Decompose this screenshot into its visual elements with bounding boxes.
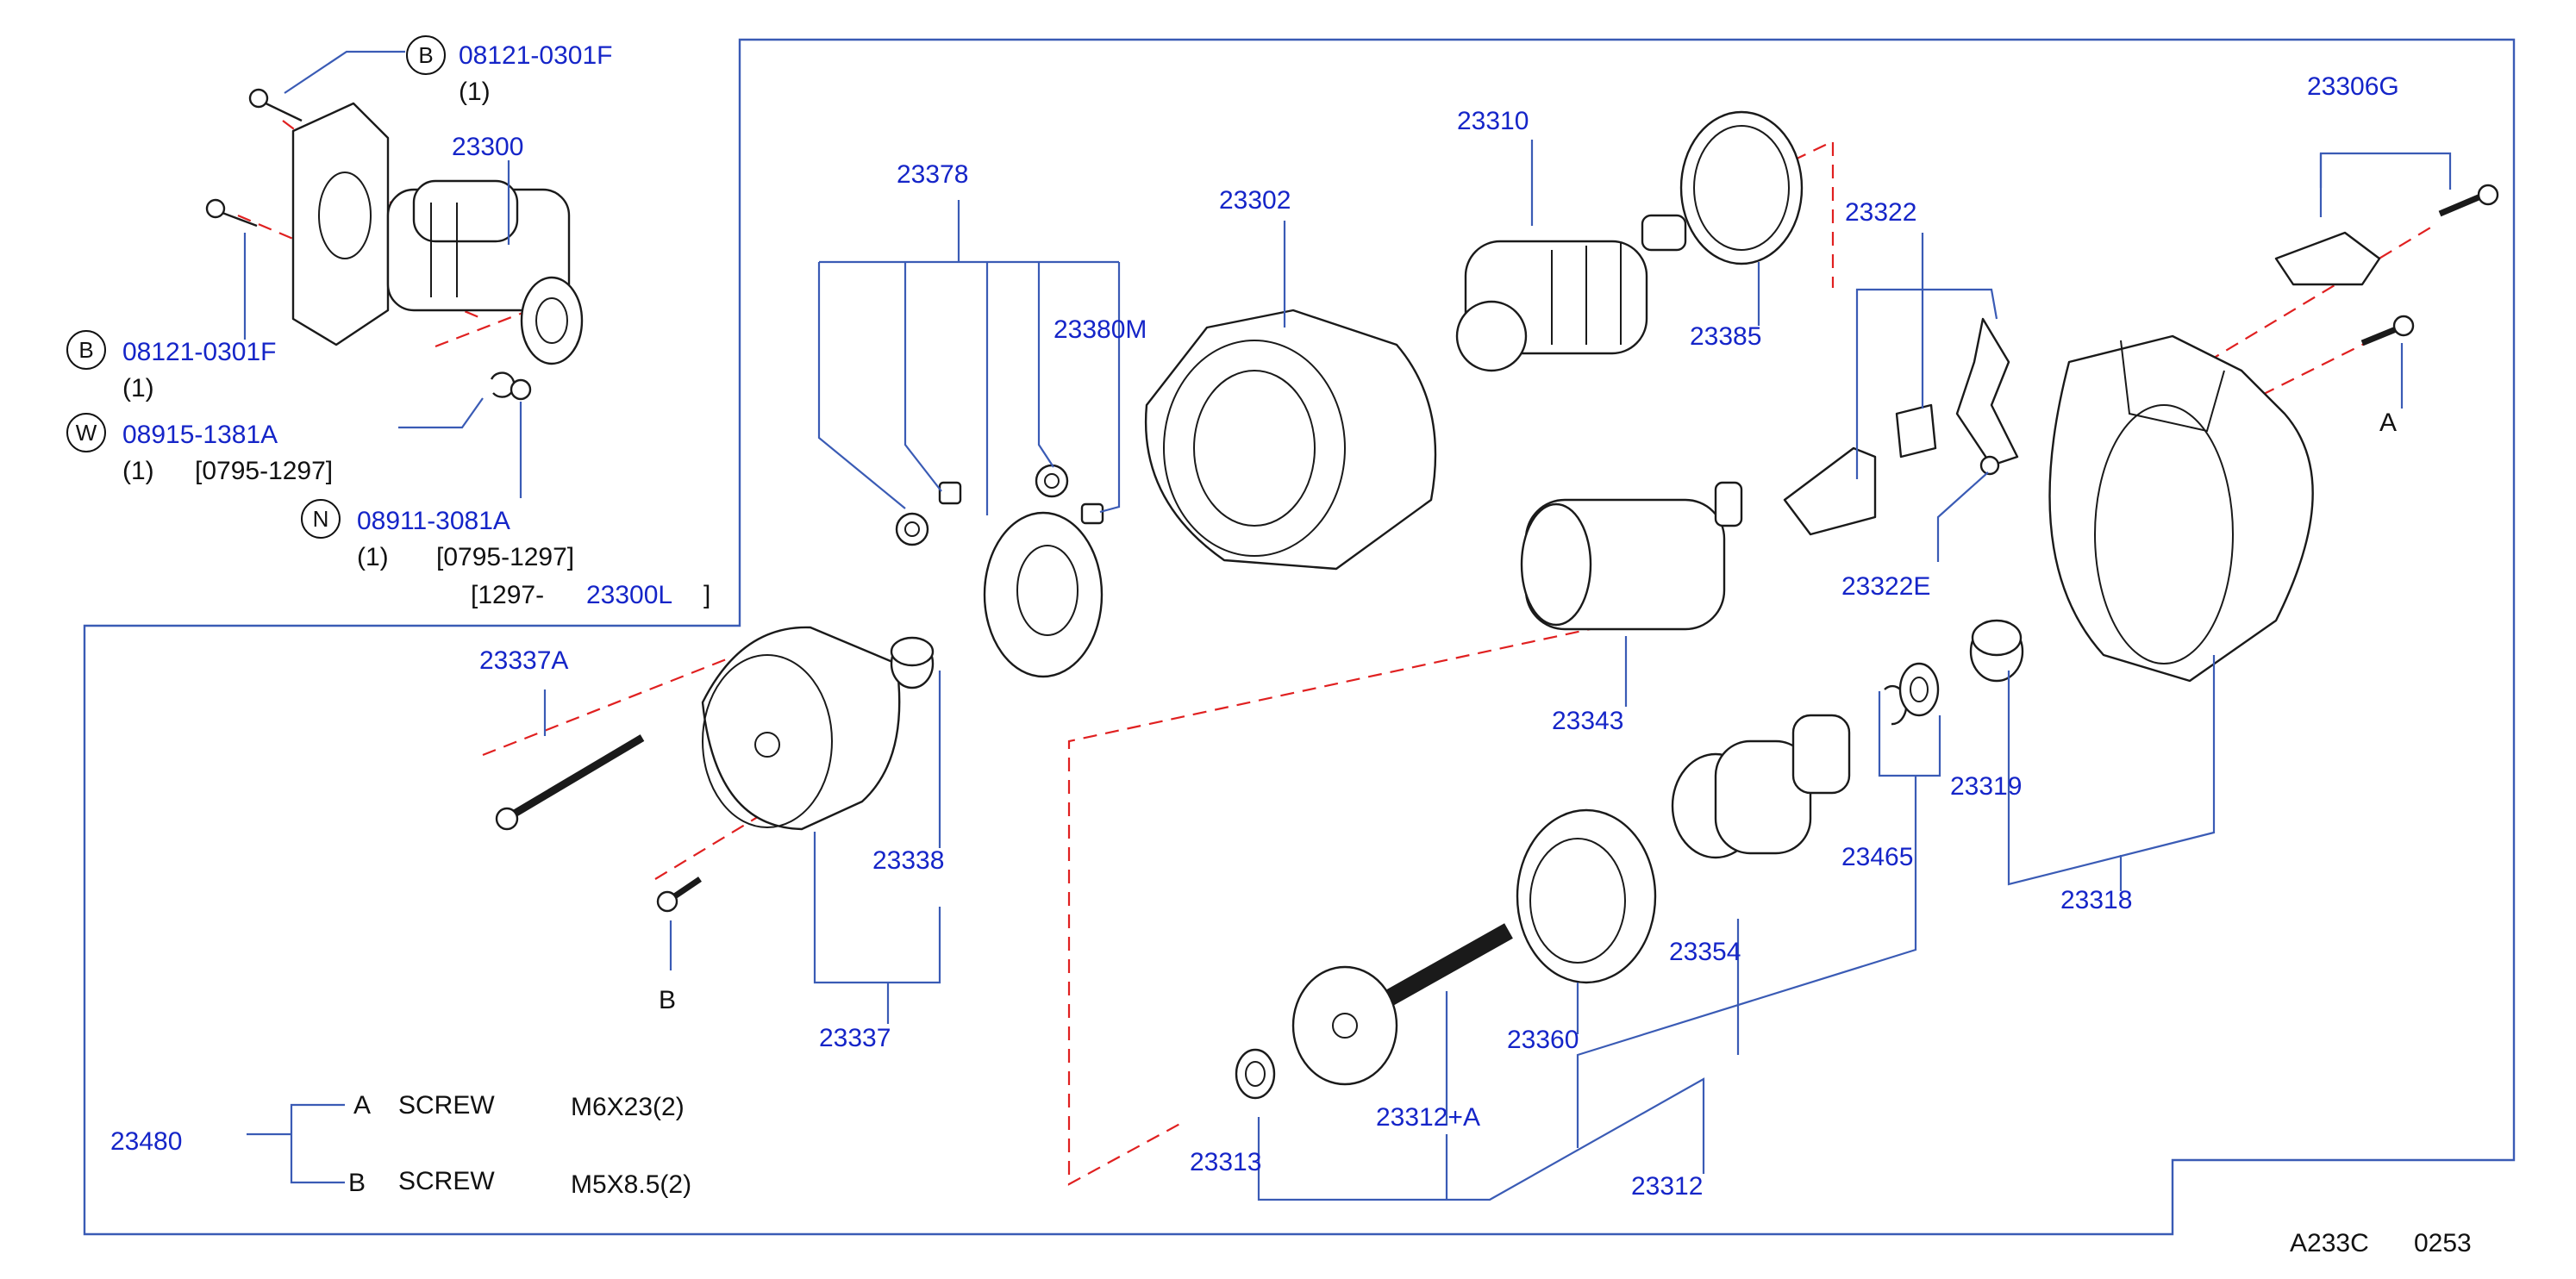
badge-b-mid: B [66,330,106,370]
badge-n: N [301,499,341,539]
callout-23300L: 23300L [586,581,672,609]
callout-23319: 23319 [1950,772,2022,801]
clutch-23354 [1671,714,1851,859]
armature-23310 [1455,214,1687,372]
legend-b-spec: M5X8.5(2) [571,1170,691,1199]
callout-08121-0301F-top: 08121-0301F [459,41,612,70]
callout-23300: 23300 [452,133,523,161]
callout-23313: 23313 [1190,1148,1261,1176]
callout-23338: 23338 [872,846,944,875]
callout-23337A: 23337A [479,646,568,675]
legend-b-letter: B [348,1169,366,1197]
callout-23480: 23480 [110,1127,182,1156]
callout-23310: 23310 [1457,107,1529,135]
shaft-23312 [1291,923,1513,1086]
svg-text:B: B [418,42,433,68]
svg-text:W: W [76,420,97,446]
bearing-23313 [1235,1048,1276,1100]
bolt-a [2360,315,2415,346]
nut-08911 [510,378,532,401]
callout-23306G: 23306G [2307,72,2399,101]
badge-b-top: B [406,35,446,75]
callout-23318: 23318 [2060,886,2132,914]
bushing-23338 [890,636,935,689]
legend-b-name: SCREW [398,1167,495,1195]
leader-lines [243,50,2452,1201]
solenoid-23343 [1520,481,1743,631]
callout-23312: 23312 [1631,1172,1703,1201]
bolt-08121-top [248,88,303,122]
pinion-bushing-23319 [1969,619,2024,683]
callout-23302: 23302 [1219,186,1291,215]
bolt-23306G [2438,184,2499,217]
callout-23337: 23337 [819,1024,891,1052]
snap-ring-stop-23465 [1884,662,1940,726]
callout-23322E: 23322E [1841,572,1930,601]
range-08911: [0795-1297] [436,543,574,571]
legend-a-spec: M6X23(2) [571,1093,685,1121]
footer-number: 0253 [2414,1229,2472,1257]
qty-08121-mid: (1) [122,374,154,402]
callout-08121-0301F-mid: 08121-0301F [122,338,276,366]
callout-23385: 23385 [1690,322,1761,351]
range-08911-later: [1297- [471,581,544,609]
brush-holder [983,511,1104,678]
gear-23360 [1516,808,1657,984]
callout-23322: 23322 [1845,198,1916,227]
callout-23378: 23378 [897,160,968,189]
callout-23380M: 23380M [1054,315,1147,344]
starter-motor-assembly [291,102,584,365]
lever-23322 [1783,317,2019,536]
footer-code: A233C [2290,1229,2369,1257]
callout-23354: 23354 [1669,938,1741,966]
through-bolt-23337A [495,734,645,831]
svg-text:N: N [313,506,329,532]
range-08915: [0795-1297] [195,457,333,485]
gear-case-23318 [2048,334,2314,683]
brush-springs-23378 [895,464,1104,546]
qty-08121-top: (1) [459,78,491,106]
callout-letter-b: B [659,986,676,1014]
yoke-23302 [1144,309,1437,571]
callout-08911-3081A: 08911-3081A [357,507,510,535]
range-08911-later-close: ] [703,581,710,609]
washer-08915 [490,371,516,398]
callout-23360: 23360 [1507,1026,1579,1054]
badge-w: W [66,413,106,452]
callout-23343: 23343 [1552,707,1623,735]
qty-08911: (1) [357,543,389,571]
svg-text:B: B [78,337,93,363]
qty-08915: (1) [122,457,154,485]
ring-23385 [1679,110,1804,265]
screw-b [656,877,702,913]
legend-a-name: SCREW [398,1091,495,1120]
callout-letter-a: A [2379,409,2397,437]
callout-23312-a: 23312+A [1376,1103,1480,1132]
bolt-08121-mid [205,198,258,228]
callout-08915-1381A: 08915-1381A [122,421,278,449]
bracket-23306G [2274,231,2381,286]
legend-a-letter: A [353,1091,371,1120]
group-frame [83,38,2516,1236]
rear-cover-23337 [701,626,901,831]
callout-23465: 23465 [1841,843,1913,871]
